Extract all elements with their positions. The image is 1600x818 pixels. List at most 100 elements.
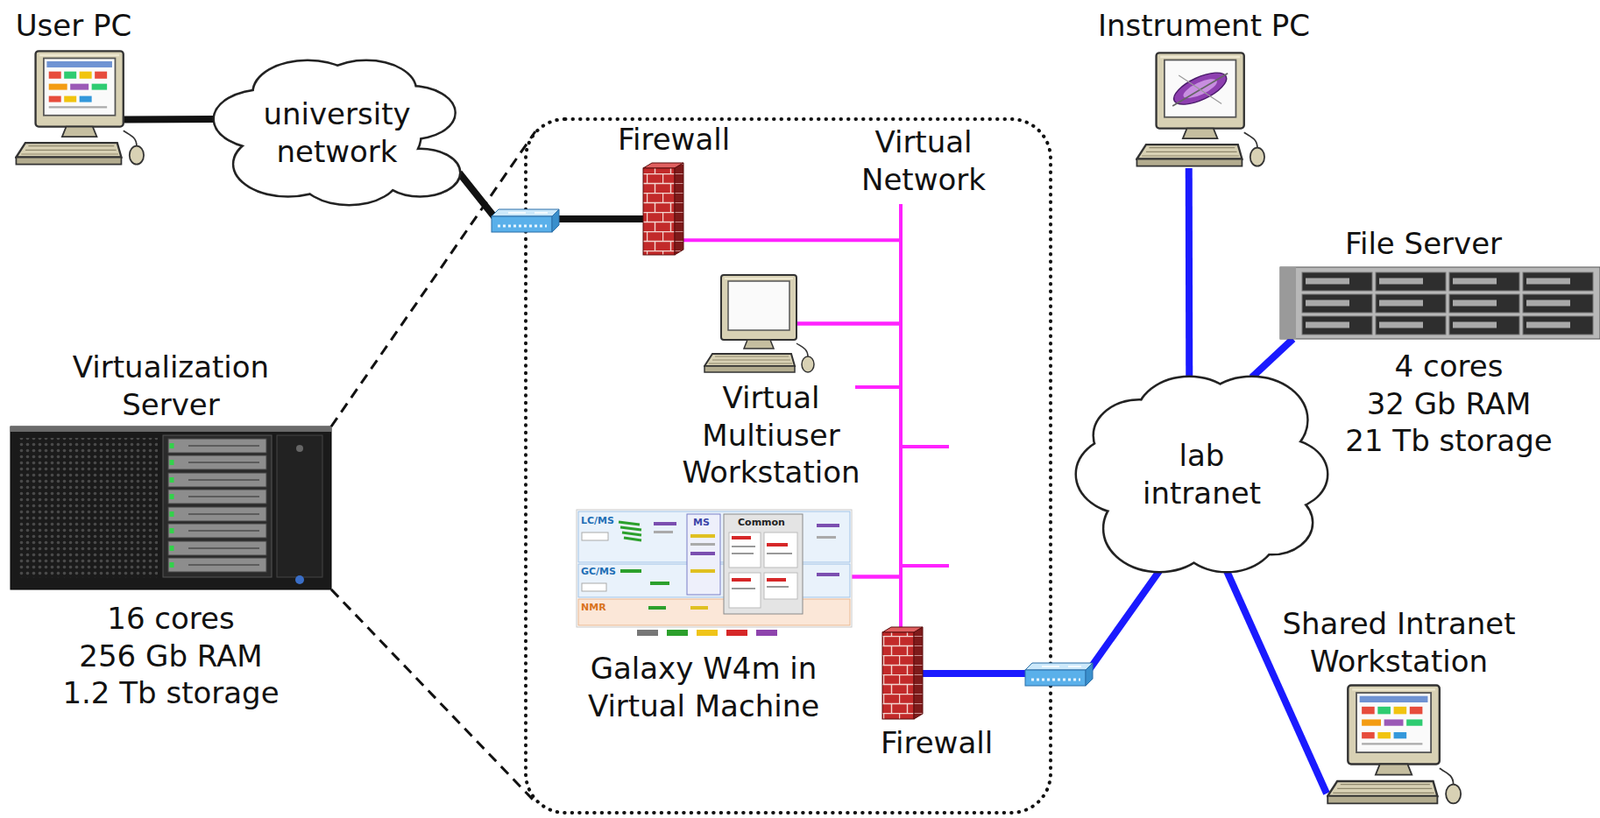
galaxy-screenshot — [581, 532, 609, 541]
virtualization-server-photo — [295, 575, 305, 585]
spec-line: 32 Gb RAM — [1366, 385, 1532, 424]
network-link — [1226, 571, 1327, 794]
network-switch — [1025, 663, 1093, 671]
cloud-outline — [1121, 412, 1282, 537]
virtualization-server-photo — [19, 438, 158, 579]
node-label: university network — [254, 95, 421, 170]
cloud-outline — [1176, 494, 1277, 572]
instrument-pc-icon — [1136, 52, 1265, 166]
instrument-pc-icon — [1136, 52, 1265, 166]
galaxy-screenshot — [576, 509, 852, 628]
cloud-fill — [1104, 486, 1214, 572]
text-stack: 16 cores256 Gb RAM1.2 Tb storage — [56, 600, 285, 713]
zoom-lines — [331, 131, 536, 427]
cloud-fill — [1236, 439, 1327, 510]
file-server-photo — [1280, 267, 1296, 340]
file-server-photo — [1305, 281, 1571, 326]
text-stack: Firewall — [870, 724, 1003, 763]
firewall-icon — [882, 627, 923, 720]
text-stack: Virtual Multiuser Workstation — [677, 379, 866, 492]
galaxy-screenshot — [696, 630, 718, 637]
galaxy-screenshot — [648, 606, 666, 610]
node-label: Virtualization Server — [61, 348, 281, 424]
galaxy-screenshot — [766, 578, 786, 582]
shared-workstation-icon — [1327, 686, 1461, 805]
node-label: User PC — [15, 7, 133, 45]
galaxy-screenshot — [816, 573, 840, 577]
galaxy-screenshot — [731, 536, 751, 540]
text-stack: User PC — [7, 7, 140, 45]
spec-line: 1.2 Tb storage — [62, 674, 279, 713]
cloud-fill — [214, 61, 460, 205]
cloud-outline — [1076, 377, 1327, 572]
cloud-fill — [1076, 435, 1177, 513]
node-label: Galaxy W4m in Virtual Machine — [579, 650, 829, 725]
user-pc: User PC — [14, 49, 124, 167]
user-pc-icon — [46, 61, 113, 107]
text-stack: File Server — [1336, 225, 1512, 263]
galaxy-screenshot — [690, 543, 716, 546]
firewall-icon — [674, 162, 684, 255]
galaxy-screenshot — [620, 569, 642, 574]
file-server-photo — [1280, 267, 1600, 340]
virtualization-server-photo — [169, 443, 175, 568]
spec-line: 4 cores — [1394, 347, 1504, 386]
network-switch — [491, 216, 553, 233]
user-pc-icon — [15, 50, 144, 164]
workstation-icon — [704, 275, 815, 373]
network-switch — [491, 209, 560, 217]
firewall: Firewall — [643, 162, 684, 255]
text-stack: university network — [254, 95, 421, 170]
cloud-fill — [317, 61, 416, 119]
cloud-outline — [1104, 486, 1214, 572]
shared-workstation-icon — [1327, 686, 1461, 805]
node-label: lab intranet — [1132, 437, 1273, 512]
network-switch — [1025, 670, 1086, 687]
cloud-outline — [1231, 491, 1312, 554]
galaxy-screenshot — [653, 530, 673, 534]
network-switch — [1031, 679, 1081, 682]
galaxy-screenshot — [731, 578, 751, 582]
galaxy-screenshot — [578, 599, 850, 626]
galaxy-screenshot — [690, 552, 716, 556]
text-stack: Shared Intranet Workstation — [1272, 605, 1527, 680]
cloud-fill — [1121, 412, 1282, 537]
cloud-outline — [317, 61, 416, 119]
cloud-outline — [233, 133, 342, 197]
text-stack: 4 cores32 Gb RAM21 Tb storage — [1335, 347, 1564, 461]
network-switch — [491, 209, 560, 233]
cloud-fill — [300, 147, 399, 205]
network-switch — [1041, 665, 1082, 668]
cloud-fill — [1231, 491, 1312, 554]
text-stack: lab intranet — [1132, 437, 1273, 512]
galaxy-screenshot — [729, 573, 761, 609]
instrument-pc: Instrument PC — [1135, 50, 1245, 169]
node-label: Shared Intranet Workstation — [1272, 605, 1527, 680]
cloud-fill — [214, 90, 313, 148]
virtualization-server-photo — [276, 435, 323, 578]
screenshot-label: LC/MS — [580, 515, 615, 527]
screenshot-label: GC/MS — [580, 566, 616, 578]
text-stack: Firewall — [608, 120, 740, 159]
network-switch — [552, 209, 560, 233]
node-label: Instrument PC — [1097, 7, 1310, 45]
virtual-network-bus — [855, 204, 949, 567]
network-label: Virtual Network — [849, 123, 999, 199]
node-label: File Server — [1345, 225, 1502, 263]
virtual-workstation: Virtual Multiuser Workstation — [703, 273, 797, 375]
galaxy-screenshot — [637, 630, 659, 637]
firewall-icon — [643, 168, 675, 255]
file-server: File Server4 cores32 Gb RAM21 Tb storage — [1280, 267, 1600, 340]
galaxy-screenshot — [666, 630, 688, 637]
shared-workstation: Shared Intranet Workstation — [1326, 683, 1440, 807]
galaxy-screenshot — [690, 606, 708, 610]
virtualization-server-photo — [10, 426, 332, 432]
cloud-fill — [366, 86, 454, 139]
node-label: Virtual Multiuser Workstation — [677, 379, 866, 492]
galaxy-screenshot — [690, 569, 716, 574]
cloud-outline — [254, 86, 421, 185]
galaxy-screenshot — [729, 532, 761, 568]
galaxy-screenshot — [576, 509, 852, 637]
